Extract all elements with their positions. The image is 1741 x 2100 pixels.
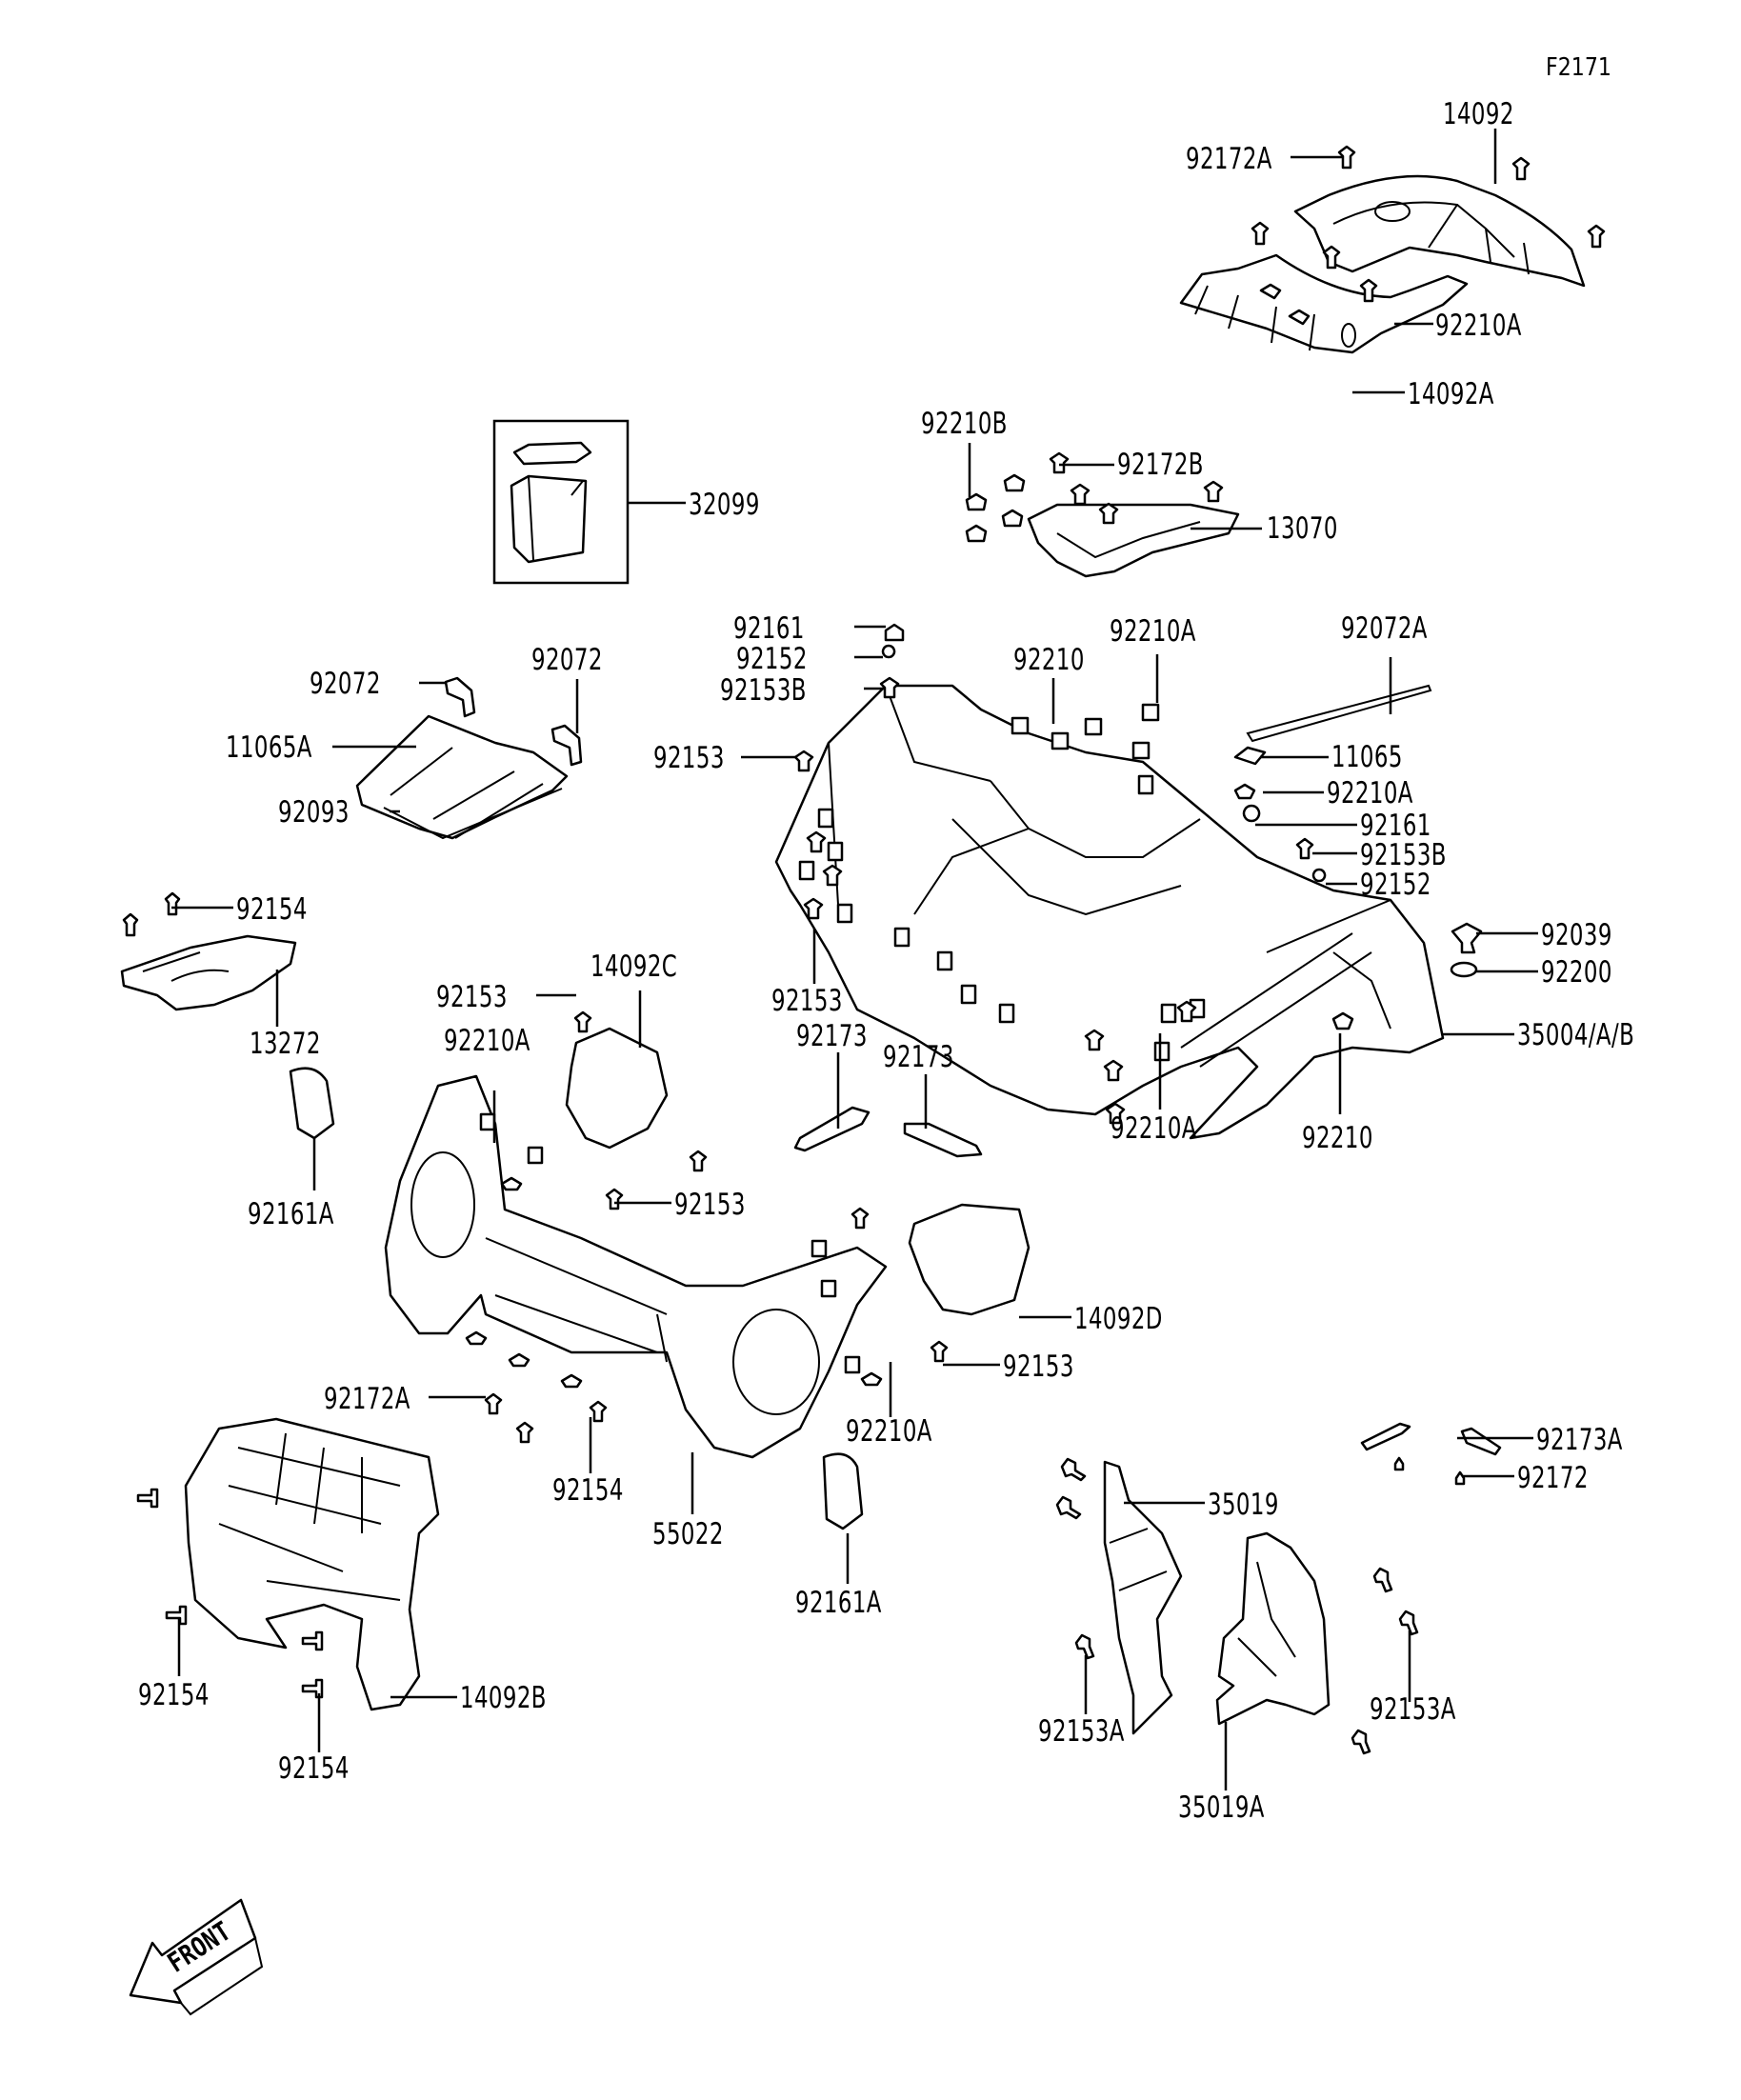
part-14092-rear-fender [1293, 174, 1586, 288]
part-label-92153[interactable]: 92153 [674, 1188, 746, 1222]
part-label-92153B[interactable]: 92153B [1360, 838, 1447, 872]
clip-group-35004 [793, 623, 1354, 1125]
part-label-11065[interactable]: 11065 [1331, 740, 1403, 774]
part-14092B-front-guard [184, 1417, 440, 1711]
part-label-92154[interactable]: 92154 [236, 892, 308, 927]
part-label-92210[interactable]: 92210 [1302, 1121, 1373, 1155]
part-label-92153[interactable]: 92153 [436, 980, 508, 1014]
bolt-group-13272 [122, 891, 181, 937]
part-label-92093[interactable]: 92093 [278, 795, 350, 830]
part-label-92210B[interactable]: 92210B [921, 407, 1008, 441]
bolt-group-14092B [136, 1488, 324, 1699]
part-label-92072[interactable]: 92072 [310, 667, 381, 701]
part-14092A-rear-fender-lower [1179, 253, 1469, 354]
part-label-92172A[interactable]: 92172A [1186, 142, 1272, 176]
part-label-92153A[interactable]: 92153A [1038, 1714, 1125, 1749]
part-label-92210A[interactable]: 92210A [1327, 776, 1413, 810]
part-label-92153[interactable]: 92153 [771, 984, 843, 1018]
part-label-92154[interactable]: 92154 [552, 1473, 624, 1508]
front-direction-arrow [129, 1898, 264, 2016]
part-92161A-mid [822, 1452, 864, 1530]
part-14092D-duct [908, 1203, 1031, 1316]
part-13070 [1027, 503, 1240, 578]
part-label-92172A[interactable]: 92172A [324, 1382, 410, 1416]
part-label-92172B[interactable]: 92172B [1117, 448, 1204, 482]
part-label-92153A[interactable]: 92153A [1370, 1692, 1456, 1727]
bolt-group-35019 [1055, 1422, 1502, 1755]
part-label-92154[interactable]: 92154 [278, 1751, 350, 1786]
part-label-92210A[interactable]: 92210A [846, 1414, 932, 1449]
part-label-55022[interactable]: 55022 [652, 1517, 724, 1551]
part-label-92210A[interactable]: 92210A [1111, 1111, 1197, 1146]
part-92072-clips [444, 676, 583, 767]
part-label-92173A[interactable]: 92173A [1536, 1423, 1623, 1457]
part-label-92072[interactable]: 92072 [531, 643, 603, 677]
bolt-group-top [1251, 145, 1606, 326]
part-label-35004-A-B[interactable]: 35004/A/B [1517, 1018, 1635, 1052]
small-parts-right [1233, 684, 1483, 978]
part-label-92153B[interactable]: 92153B [720, 673, 807, 708]
part-32099 [510, 441, 592, 564]
leader-lines [171, 129, 1538, 1790]
part-label-92161[interactable]: 92161 [733, 611, 805, 646]
part-label-92172[interactable]: 92172 [1517, 1461, 1589, 1495]
part-label-92152[interactable]: 92152 [1360, 868, 1431, 902]
part-label-14092B[interactable]: 14092B [460, 1681, 547, 1715]
part-92173-pads [793, 1106, 983, 1158]
part-label-92154[interactable]: 92154 [138, 1678, 210, 1712]
figure-id: F2171 [1546, 53, 1611, 82]
part-label-14092C[interactable]: 14092C [590, 950, 678, 984]
part-label-92173[interactable]: 92173 [883, 1040, 954, 1074]
part-label-92161[interactable]: 92161 [1360, 809, 1431, 843]
part-13272 [120, 934, 297, 1011]
part-label-92039[interactable]: 92039 [1541, 918, 1612, 952]
part-label-35019[interactable]: 35019 [1208, 1488, 1279, 1522]
part-label-92161A[interactable]: 92161A [248, 1197, 334, 1231]
clip-group-13070 [965, 451, 1224, 543]
part-label-13070[interactable]: 13070 [1267, 511, 1338, 546]
part-label-92210[interactable]: 92210 [1013, 643, 1085, 677]
part-label-92210A[interactable]: 92210A [1435, 309, 1522, 343]
clip-group-55022 [465, 1010, 949, 1444]
part-14092C-duct [565, 1027, 669, 1150]
part-label-92152[interactable]: 92152 [736, 642, 808, 676]
part-label-32099[interactable]: 32099 [689, 488, 760, 522]
part-label-35019A[interactable]: 35019A [1178, 1790, 1265, 1825]
part-35019-panel [1103, 1460, 1183, 1735]
part-label-11065A[interactable]: 11065A [226, 730, 312, 765]
part-label-92210A[interactable]: 92210A [444, 1024, 530, 1058]
part-35004-front-fender [774, 684, 1445, 1140]
part-92161A-left [289, 1067, 335, 1140]
part-label-14092A[interactable]: 14092A [1408, 377, 1494, 411]
part-35019A-panel [1215, 1531, 1331, 1726]
part-label-92210A[interactable]: 92210A [1110, 614, 1196, 649]
part-label-92072A[interactable]: 92072A [1341, 611, 1428, 646]
part-label-92173[interactable]: 92173 [796, 1019, 868, 1053]
part-label-14092[interactable]: 14092 [1443, 97, 1514, 131]
part-label-14092D[interactable]: 14092D [1074, 1302, 1163, 1336]
part-label-92161A[interactable]: 92161A [795, 1586, 882, 1620]
part-label-92200[interactable]: 92200 [1541, 955, 1612, 990]
part-label-13272[interactable]: 13272 [250, 1027, 321, 1061]
part-92093-seal [383, 788, 563, 840]
part-11065A-cover [355, 714, 569, 840]
part-55022-front-frame [384, 1074, 888, 1459]
part-label-92153[interactable]: 92153 [653, 741, 725, 775]
part-label-92153[interactable]: 92153 [1003, 1350, 1074, 1384]
